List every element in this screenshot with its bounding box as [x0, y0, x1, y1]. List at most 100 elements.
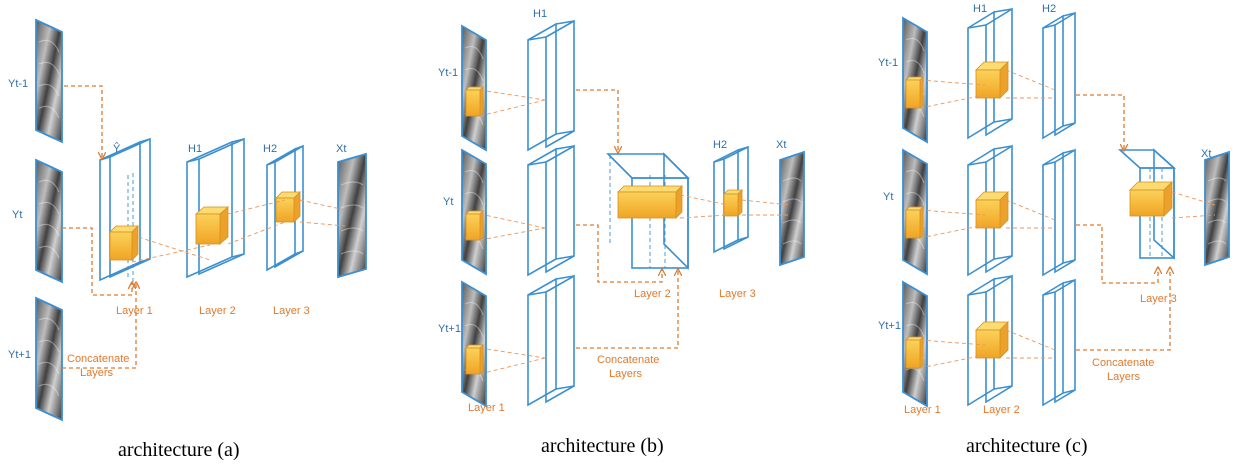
cube-front: [975, 199, 1001, 229]
receptive-lines: [479, 89, 546, 117]
h2-map: [1042, 148, 1076, 277]
slab-edge: [993, 275, 1013, 280]
mri-texture: [38, 83, 60, 97]
layer1-label: Layer 1: [468, 402, 505, 414]
caption-c: architecture (c): [966, 435, 1088, 457]
mri-texture: [1207, 198, 1227, 203]
h1-label: H1: [188, 143, 202, 155]
mri-texture: [38, 61, 60, 75]
mri-slice-image: [35, 18, 63, 144]
h1-map: [527, 274, 575, 407]
receptive-lines: [299, 199, 346, 227]
kernel-cube: [617, 185, 683, 219]
slab-front: [1042, 281, 1064, 407]
h2-map: [1042, 11, 1076, 140]
kernel-cube: [1129, 181, 1173, 217]
cube-side: [737, 189, 743, 217]
receptive-lines: [131, 234, 211, 263]
slab-back: [545, 19, 575, 149]
h1-label: H1: [973, 3, 987, 15]
xt-label: Xt: [336, 143, 346, 155]
input-connection: [1076, 268, 1170, 351]
slab-edge: [139, 258, 151, 263]
slab-front: [527, 147, 557, 277]
input-connection: [62, 227, 132, 296]
slab-edge: [993, 8, 1013, 13]
panel-a-labels: Yt-1 Yt Yt+1 Ŷ H1 H2 Xt Layer 1 Layer 2 …: [8, 78, 346, 461]
mri-texture: [38, 179, 60, 193]
input-connection: [576, 224, 662, 283]
input-label-yt: Yt: [883, 191, 893, 203]
layer2-label: Layer 2: [983, 404, 1020, 416]
cube-front: [275, 197, 295, 223]
h2-map: [713, 145, 749, 254]
slab-edge: [967, 291, 987, 296]
mri-texture: [340, 181, 364, 186]
slab-front: [527, 22, 557, 152]
mri-texture: [782, 240, 802, 245]
mri-texture: [782, 219, 802, 224]
output-slice-xt: [1204, 150, 1230, 267]
slab-edge: [713, 158, 725, 163]
receptive-lines: [919, 209, 986, 239]
mri-texture: [340, 227, 364, 232]
mri-texture: [340, 250, 364, 255]
slab-edge: [993, 255, 1013, 260]
mri-texture: [38, 201, 60, 215]
cube-front: [975, 329, 1001, 359]
concatenate-label: Concatenate: [1092, 357, 1154, 369]
xt-label: Xt: [776, 139, 786, 151]
panel-c: [902, 7, 1230, 408]
mri-texture: [38, 317, 60, 331]
cube-side: [479, 210, 484, 241]
slab-edge: [1062, 122, 1076, 127]
slab-edge: [266, 161, 276, 166]
cube-side: [919, 76, 924, 109]
mri-texture: [905, 37, 925, 52]
mri-slice-image: [35, 158, 63, 284]
cube-front: [195, 213, 221, 245]
concatenate-label: Concatenate: [67, 353, 129, 365]
output-slice-xt: [779, 150, 805, 267]
kernel-cube: [723, 189, 743, 217]
slab-edge: [737, 146, 749, 151]
cube-front: [905, 209, 921, 239]
cube-side: [919, 206, 924, 239]
y-hat-label: Ŷ: [113, 142, 121, 155]
mri-slice-image: [1204, 150, 1230, 267]
slab-edge: [294, 145, 304, 150]
receptive-lines: [479, 213, 546, 241]
h1-map: [967, 144, 1013, 277]
slab-edge: [1042, 161, 1056, 166]
layer1-label: Layer 1: [116, 305, 153, 317]
panel-b: [461, 19, 805, 408]
cube-front: [617, 191, 677, 219]
kernel-cube: [975, 321, 1009, 359]
mri-texture: [340, 204, 364, 209]
layers-label: Layers: [609, 368, 643, 380]
slab-edge: [1062, 149, 1076, 154]
layer1-label: Layer 1: [904, 404, 941, 416]
box-front: [631, 177, 689, 269]
slab-back: [1054, 148, 1076, 274]
mri-slice-image: [461, 280, 487, 408]
slab-edge: [737, 236, 749, 241]
slab-edge: [555, 20, 575, 25]
slab-edge: [231, 253, 245, 258]
mri-texture: [1207, 219, 1227, 224]
slab-edge: [527, 291, 547, 296]
input-connection: [64, 85, 102, 158]
caption-b: architecture (b): [541, 435, 664, 457]
input-label-yt: Yt: [12, 209, 22, 221]
input-label-yt+1: Yt+1: [438, 323, 461, 335]
input-label-yt+1: Yt+1: [8, 349, 31, 361]
slab-edge: [1062, 259, 1076, 264]
receptive-lines: [1005, 69, 1056, 99]
input-label-yt: Yt: [443, 196, 453, 208]
layer3-label: Layer 3: [719, 288, 756, 300]
cube-side: [479, 86, 484, 117]
slab-edge: [555, 145, 575, 150]
cube-side: [479, 344, 484, 375]
input-connection: [576, 89, 618, 152]
input-connection: [62, 283, 136, 369]
